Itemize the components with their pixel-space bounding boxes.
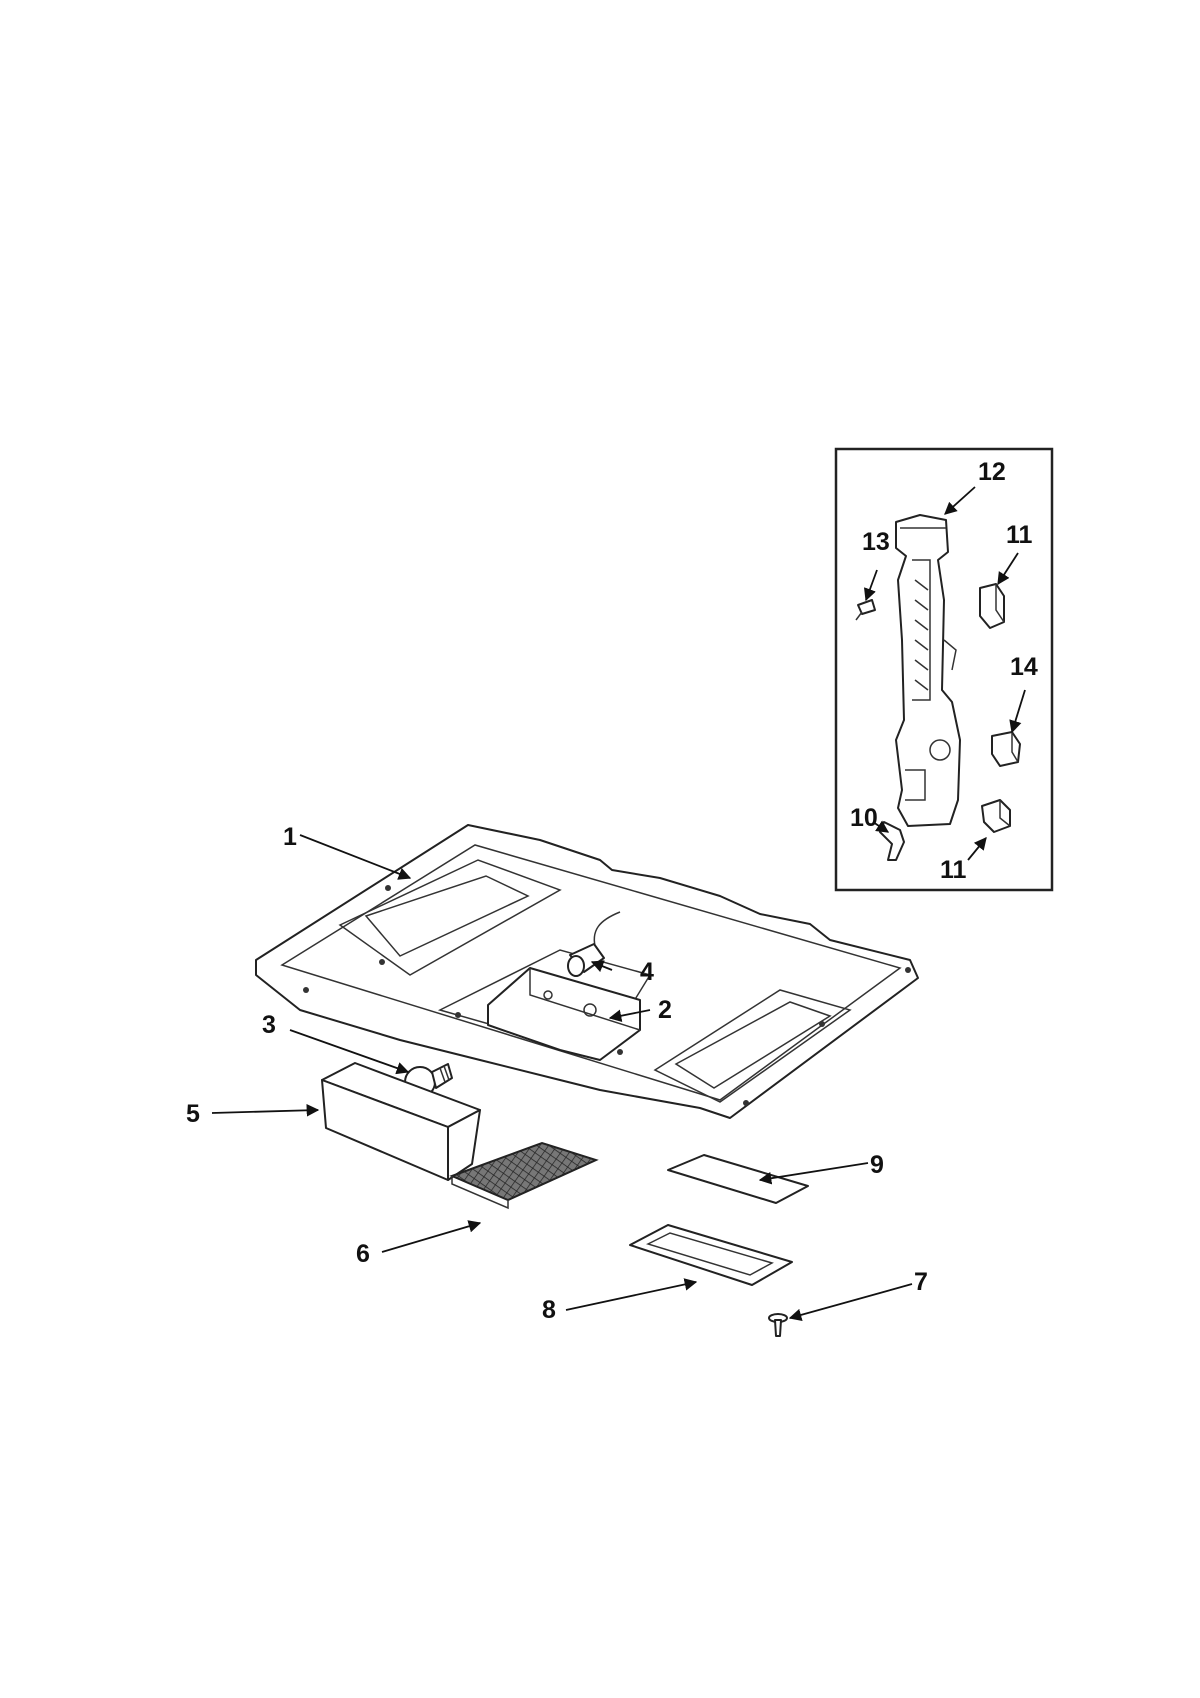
latch-assembly-inset [834, 447, 1054, 892]
screw-part-13 [855, 599, 876, 621]
callout-labels: 1 2 3 4 5 6 7 8 9 10 11 11 12 13 14 [186, 458, 1038, 1324]
callout-11-upper: 11 [1006, 521, 1033, 549]
callout-5: 5 [186, 1100, 200, 1128]
callout-11-lower: 11 [940, 856, 967, 884]
callout-6: 6 [356, 1240, 370, 1268]
callout-12: 12 [978, 458, 1006, 486]
callout-10: 10 [850, 804, 878, 832]
lamp-cover-part [321, 1062, 481, 1181]
callout-4: 4 [640, 958, 654, 986]
latch-board-part [895, 514, 961, 827]
vent-cover-part [667, 1154, 809, 1204]
switch-part-11-lower [981, 799, 1011, 833]
callout-8: 8 [542, 1296, 556, 1324]
switch-part-11-upper [979, 583, 1005, 629]
callout-7: 7 [914, 1268, 928, 1296]
lamp-socket-part [567, 911, 621, 977]
lamp-bracket-part [487, 967, 641, 1061]
callout-13: 13 [862, 528, 890, 556]
callout-3: 3 [262, 1011, 276, 1039]
callout-1: 1 [283, 823, 297, 851]
grease-filter-part [449, 1141, 599, 1210]
callout-2: 2 [658, 996, 672, 1024]
callout-9: 9 [870, 1151, 884, 1179]
screw-part-7 [768, 1313, 788, 1337]
lever-part-10 [879, 821, 905, 861]
vent-frame-part [629, 1224, 793, 1286]
switch-part-14 [991, 731, 1021, 767]
leader-lines [211, 834, 913, 1322]
base-plate-part [255, 824, 919, 1119]
callout-14: 14 [1010, 653, 1038, 681]
